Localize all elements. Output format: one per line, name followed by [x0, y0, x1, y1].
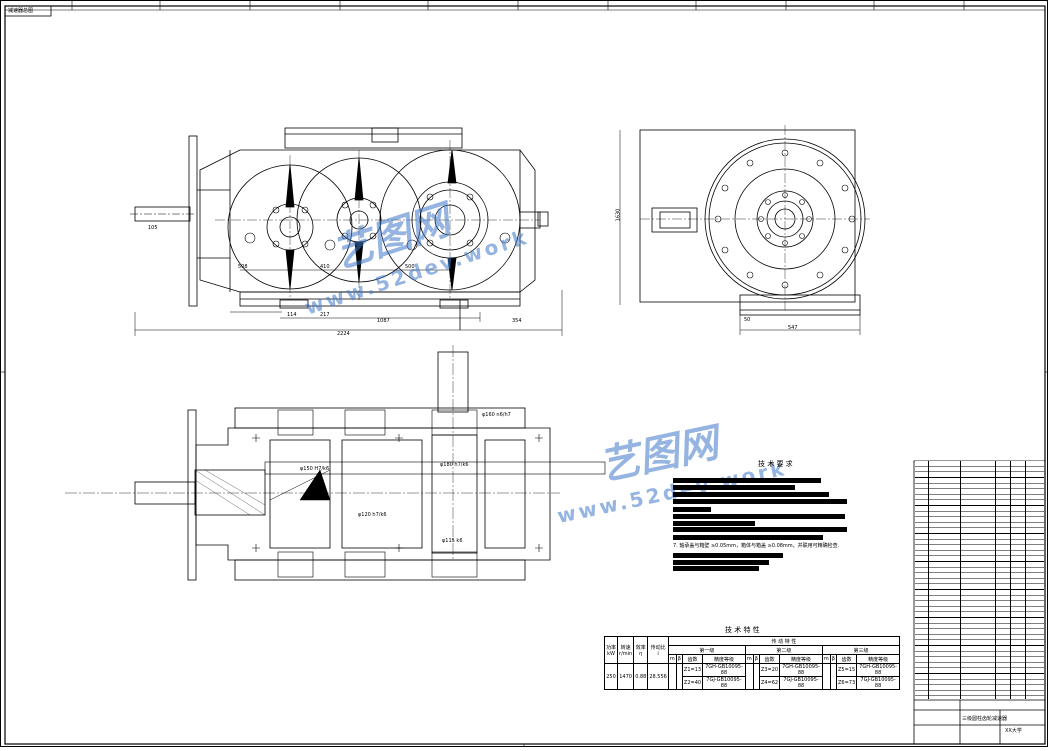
sub-head: 精度等级 [779, 654, 823, 664]
gear-cell: 7GJ-GB10095-88 [856, 676, 900, 690]
fit-label: φ160 n6/h7 [482, 412, 511, 418]
dim-label: 105 [148, 225, 158, 231]
drawing-name: 三级圆柱齿轮减速器 [962, 716, 1008, 722]
fit-label: φ115 k6 [442, 538, 463, 544]
params-head: 功率 kW [603, 636, 619, 664]
redacted-line [673, 507, 711, 512]
gear-cell: 7GH-GB10095-88 [702, 663, 746, 677]
redacted-line [673, 553, 783, 558]
params-title: 技 术 特 性 [725, 626, 760, 634]
dim-label: 354 [512, 318, 522, 324]
params-head: 效率 η [633, 636, 649, 664]
params-table: 功率 kW 转速 r/min 效率 η 传动比 i 传 动 特 性 第一级 第二… [603, 636, 901, 690]
fit-label: φ180 h7/k6 [440, 462, 469, 468]
sub-head: 齿数 [681, 654, 704, 664]
params-head: 转速 r/min [617, 636, 635, 664]
fit-label: φ120 h7/k6 [358, 512, 387, 518]
dim-label: 1630 [615, 208, 622, 222]
params-head: 传动比 i [647, 636, 669, 664]
param-value: 1470 [617, 663, 635, 690]
gear-cell: Z1=13 [681, 663, 704, 677]
front-view [130, 127, 563, 336]
tech-req-line: 7. 轴承盖与箱壁 ≥0.05mm，箱体与箱盖 ≥0.08mm，并联用可精确检查… [673, 543, 840, 549]
dim-label: 1087 [377, 318, 390, 324]
bom-col [960, 461, 961, 699]
gear-cell: 7GH-GB10095-88 [856, 663, 900, 677]
sub-head: m [821, 654, 831, 664]
fit-label: φ150 H7/k6 [300, 466, 330, 472]
side-view [619, 125, 870, 335]
bom-list [915, 461, 1044, 699]
bom-col [1010, 461, 1011, 699]
redacted-line [673, 521, 755, 526]
redacted-line [673, 499, 847, 504]
sub-head: m [744, 654, 754, 664]
gear-cell: Z6=73 [835, 676, 858, 690]
gear-cell: 7GJ-GB10095-88 [779, 676, 823, 690]
tech-req-title: 技 术 要 求 [758, 460, 793, 468]
dim-label: 410 [320, 264, 330, 270]
dim-label: 2224 [337, 331, 350, 337]
param-value: 28.556 [647, 663, 669, 690]
sub-head: 精度等级 [702, 654, 746, 664]
gear-cell: 7GH-GB10095-88 [779, 663, 823, 677]
dim-label: 547 [788, 325, 798, 331]
redacted-line [673, 514, 845, 519]
school-name: XX大学 [1005, 728, 1022, 734]
stage-header: 传 动 特 性 [667, 636, 901, 646]
sub-head: m [667, 654, 677, 664]
gear-cell: Z4=62 [758, 676, 781, 690]
sub-head: 齿数 [758, 654, 781, 664]
redacted-line [673, 560, 769, 565]
gear-cell: Z5=15 [835, 663, 858, 677]
dim-label: 50 [744, 317, 751, 323]
dim-label: 508 [238, 264, 248, 270]
corner-stamp: 减速器总图 [8, 8, 34, 14]
stage-name: 第一级 [667, 645, 746, 655]
stage-name: 第三级 [821, 645, 901, 655]
bom-col [928, 461, 929, 699]
plan-view [65, 345, 606, 581]
redacted-line [673, 485, 795, 490]
redacted-line [673, 535, 823, 540]
redacted-line [673, 566, 759, 571]
sub-head: 精度等级 [856, 654, 900, 664]
redacted-line [673, 527, 847, 532]
dim-label: 217 [320, 312, 330, 318]
gear-cell: Z3=20 [758, 663, 781, 677]
param-value: 0.88 [633, 663, 649, 690]
dim-label: 500 [405, 264, 415, 270]
stage-name: 第二级 [744, 645, 823, 655]
bom-col [1025, 461, 1026, 699]
sub-head: 齿数 [835, 654, 858, 664]
redacted-line [673, 492, 829, 497]
gear-cell: Z2=40 [681, 676, 704, 690]
gear-cell: 7GJ-GB10095-88 [702, 676, 746, 690]
bom-col [995, 461, 996, 699]
redacted-line [673, 478, 821, 483]
dim-label: 114 [287, 312, 297, 318]
param-value: 250 [603, 663, 619, 690]
